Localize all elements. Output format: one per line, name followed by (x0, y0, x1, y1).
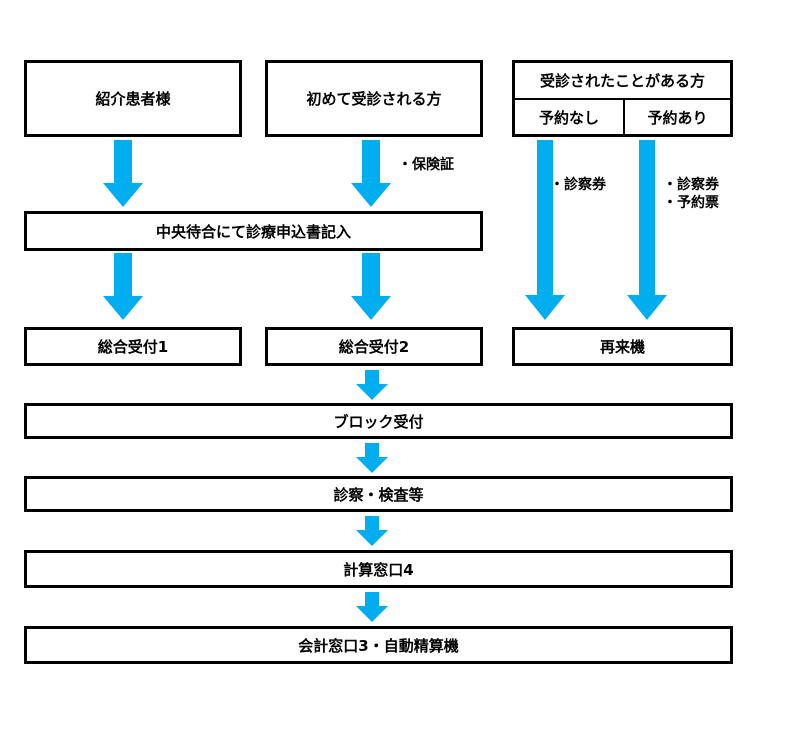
arrow-down-icon (351, 140, 391, 207)
with-reservation-cell: 予約あり (625, 100, 730, 134)
arrow-down-icon (356, 592, 388, 622)
returning-patient-box: 受診されたことがある方 予約なし 予約あり (512, 60, 733, 137)
first-visit-label: 初めて受診される方 (306, 90, 442, 108)
arrow-down-icon (356, 516, 388, 546)
accounting-window-3-label: 会計窓口3・自動精算機 (298, 636, 459, 655)
with-reservation-label: 予約あり (647, 108, 708, 127)
general-reception-1-label: 総合受付1 (97, 338, 169, 356)
arrow-down-icon (103, 253, 143, 320)
general-reception-2-box: 総合受付2 (265, 327, 483, 366)
arrow-down-icon (356, 443, 388, 473)
insurance-card-note: ・保険証 (398, 157, 454, 173)
reservation-slip-note: ・予約票 (663, 195, 719, 211)
no-reservation-label: 予約なし (538, 108, 599, 127)
central-waiting-box: 中央待合にて診療申込書記入 (24, 211, 483, 251)
patient-card-note: ・診察券 (663, 177, 719, 193)
revisit-machine-box: 再来機 (512, 327, 733, 366)
arrow-down-icon (356, 370, 388, 400)
accounting-window-3-box: 会計窓口3・自動精算機 (24, 626, 733, 664)
revisit-machine-label: 再来機 (599, 338, 645, 356)
referral-patient-box: 紹介患者様 (24, 60, 242, 137)
referral-patient-label: 紹介患者様 (95, 90, 171, 108)
arrow-down-icon (103, 140, 143, 207)
returning-patient-title: 受診されたことがある方 (515, 63, 730, 100)
accounting-window-4-label: 計算窓口4 (343, 560, 414, 579)
first-visit-box: 初めて受診される方 (265, 60, 483, 137)
arrow-down-icon (627, 140, 667, 320)
general-reception-2-label: 総合受付2 (338, 338, 410, 356)
general-reception-1-box: 総合受付1 (24, 327, 242, 366)
examination-box: 診察・検査等 (24, 476, 733, 512)
arrow-down-icon (525, 140, 565, 320)
block-reception-label: ブロック受付 (333, 412, 424, 431)
accounting-window-4-box: 計算窓口4 (24, 550, 733, 588)
block-reception-box: ブロック受付 (24, 403, 733, 439)
examination-label: 診察・検査等 (333, 485, 424, 504)
no-reservation-cell: 予約なし (515, 100, 625, 134)
patient-card-note: ・診察券 (550, 177, 606, 193)
arrow-down-icon (351, 253, 391, 320)
central-waiting-label: 中央待合にて診療申込書記入 (155, 222, 351, 241)
